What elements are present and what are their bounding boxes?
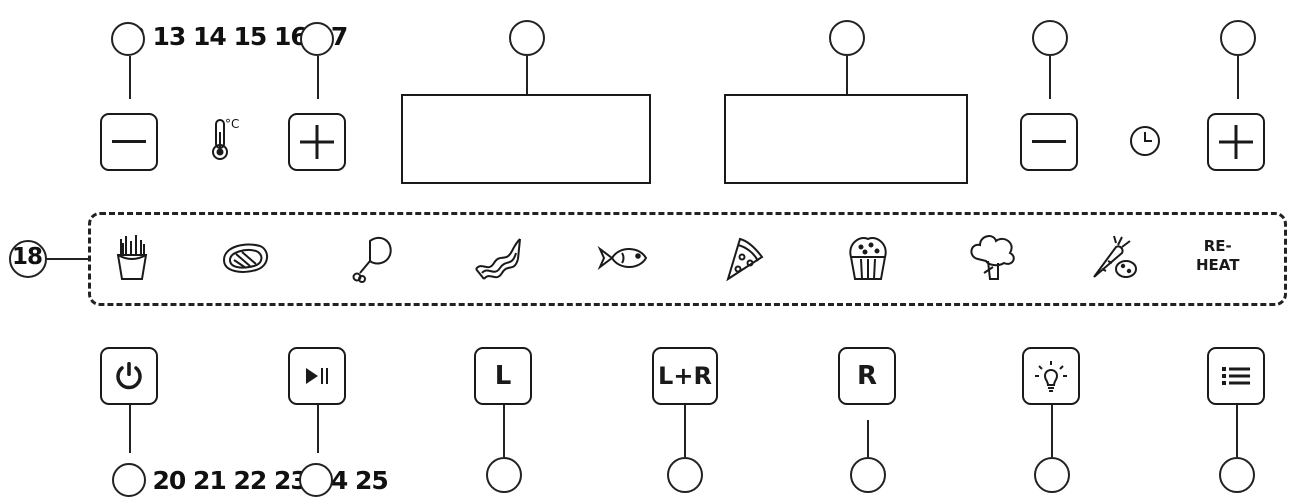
- callout-time-minus: [1032, 20, 1068, 56]
- leader-line: [129, 405, 131, 453]
- steak-icon: [222, 243, 268, 273]
- time-minus-button[interactable]: [1020, 113, 1078, 171]
- callout-circle-18: [9, 240, 47, 278]
- leader-line: [1236, 405, 1238, 457]
- muffin-icon: [849, 237, 887, 280]
- callout-both-zones: [667, 457, 703, 493]
- vegetables-icon: [1093, 235, 1137, 278]
- play-pause-icon: [306, 368, 328, 384]
- chicken-program-button[interactable]: [343, 230, 403, 286]
- broccoli-program-button[interactable]: [963, 230, 1023, 286]
- muffin-program-button[interactable]: [838, 230, 898, 286]
- menu-list-icon: [1222, 367, 1250, 385]
- leader-line: [1051, 405, 1053, 457]
- both-zones-label: L+R: [658, 362, 712, 390]
- both-zones-button[interactable]: L+R: [652, 347, 718, 405]
- plus-icon: [1219, 125, 1253, 159]
- leader-line: [1237, 56, 1239, 99]
- minus-icon: [1032, 140, 1066, 143]
- left-zone-button[interactable]: L: [474, 347, 532, 405]
- callout-display-left: [509, 20, 545, 56]
- callout-time-plus: [1220, 20, 1256, 56]
- callout-circle-17: [300, 22, 334, 56]
- leader-line: [47, 258, 89, 260]
- vegetables-program-button[interactable]: [1083, 230, 1143, 286]
- minus-icon: [112, 140, 146, 143]
- callout-group-bottom: 19 20 21 22 23 24 25: [112, 466, 389, 495]
- leader-line: [684, 405, 686, 457]
- bacon-icon: [475, 238, 521, 280]
- callout-right-zone: [850, 457, 886, 493]
- lightbulb-icon: [1035, 361, 1067, 392]
- leader-line: [317, 56, 319, 99]
- callout-left-zone: [486, 457, 522, 493]
- power-button[interactable]: [100, 347, 158, 405]
- leader-line: [526, 56, 528, 96]
- leader-line: [846, 56, 848, 96]
- callout-menu: [1219, 457, 1255, 493]
- program-strip: [88, 212, 1287, 306]
- time-plus-button[interactable]: [1207, 113, 1265, 171]
- callout-circle-12: [111, 22, 145, 56]
- thermometer-icon: [208, 118, 242, 166]
- right-display: [724, 94, 968, 184]
- steak-program-button[interactable]: [215, 230, 275, 286]
- left-display: [401, 94, 651, 184]
- menu-button[interactable]: [1207, 347, 1265, 405]
- pizza-program-button[interactable]: [713, 230, 773, 286]
- temperature-plus-button[interactable]: [288, 113, 346, 171]
- callout-circle-24: [299, 463, 333, 497]
- bacon-program-button[interactable]: [467, 230, 527, 286]
- reheat-label-line1: RE-: [1203, 237, 1232, 255]
- clock-icon: [1128, 124, 1162, 162]
- light-button[interactable]: [1022, 347, 1080, 405]
- fish-program-button[interactable]: [593, 230, 653, 286]
- plus-icon: [300, 125, 334, 159]
- callout-light: [1034, 457, 1070, 493]
- chicken-leg-icon: [352, 236, 392, 283]
- temperature-minus-button[interactable]: [100, 113, 158, 171]
- broccoli-icon: [970, 235, 1015, 280]
- power-icon: [116, 362, 142, 390]
- left-zone-label: L: [494, 361, 512, 391]
- fries-program-button[interactable]: [102, 230, 162, 286]
- callout-display-right: [829, 20, 865, 56]
- pizza-icon: [726, 237, 764, 282]
- fish-icon: [597, 245, 648, 271]
- leader-line: [129, 56, 131, 99]
- callout-number-18: 18: [12, 244, 43, 270]
- callout-circle-19: [112, 463, 146, 497]
- leader-line: [1049, 56, 1051, 99]
- reheat-label-line2: HEAT: [1196, 256, 1240, 274]
- leader-line: [503, 405, 505, 457]
- right-zone-button[interactable]: R: [838, 347, 896, 405]
- temperature-unit: °C: [225, 117, 240, 131]
- right-zone-label: R: [856, 361, 878, 391]
- leader-line: [317, 405, 319, 453]
- start-pause-button[interactable]: [288, 347, 346, 405]
- fries-icon: [116, 235, 148, 280]
- leader-line: [867, 420, 869, 457]
- reheat-program-button[interactable]: RE- HEAT: [1196, 237, 1239, 275]
